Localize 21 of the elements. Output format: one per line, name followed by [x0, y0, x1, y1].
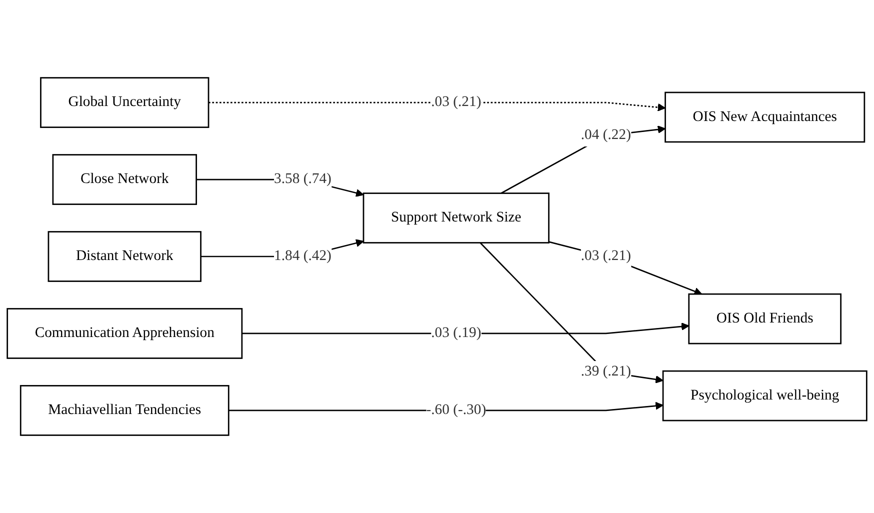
- node-box: Support Network Size: [362, 192, 550, 244]
- arrow: [548, 241, 702, 296]
- node-box: Global Uncertainty: [40, 77, 210, 128]
- edge-label: 3.58 (.74): [274, 171, 332, 187]
- edge-label: 1.84 (.42): [274, 248, 332, 264]
- edge-label: .03 (.19): [431, 325, 482, 341]
- node-box: OIS New Acquaintances: [664, 92, 866, 143]
- edge-label: -.60 (-.30): [426, 402, 486, 418]
- edge-label: .03 (.21): [580, 248, 631, 264]
- arrow: [480, 242, 664, 384]
- node-box: OIS Old Friends: [688, 293, 842, 344]
- node-box: Psychological well-being: [662, 370, 868, 422]
- edge-label: .39 (.21): [580, 364, 631, 380]
- edge-label: .04 (.22): [580, 127, 631, 143]
- arrow: [208, 102, 666, 112]
- edge-label: .03 (.21): [431, 94, 482, 110]
- node-box: Distant Network: [48, 231, 202, 282]
- node-box: Communication Apprehension: [6, 308, 243, 359]
- node-box: Close Network: [52, 154, 197, 205]
- node-box: Machiavellian Tendencies: [20, 385, 230, 436]
- arrow: [242, 322, 690, 334]
